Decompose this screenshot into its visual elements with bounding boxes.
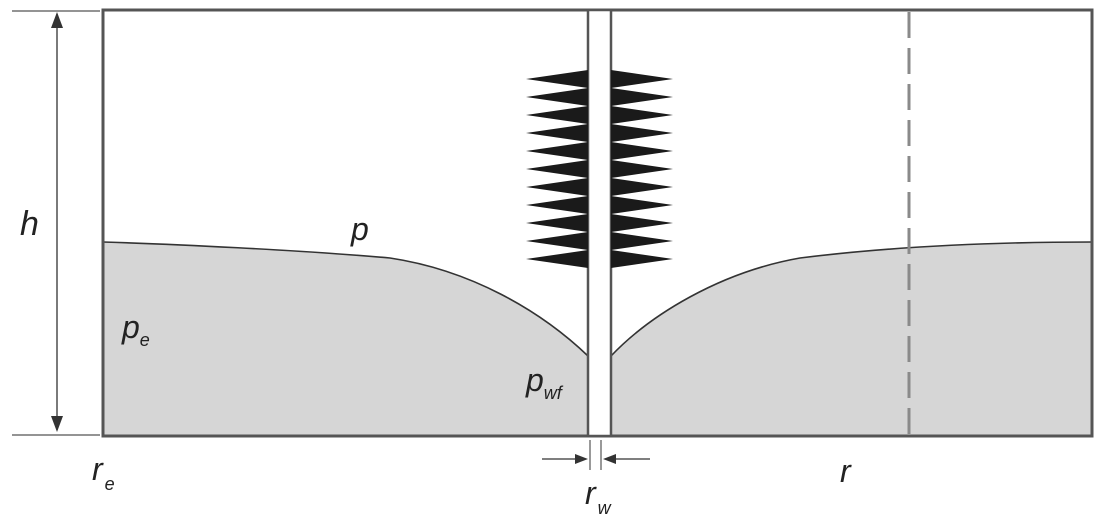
perforation-right xyxy=(611,214,673,232)
pressure-region-right xyxy=(611,242,1092,436)
label-rw-sub: w xyxy=(598,498,612,518)
perforation-left xyxy=(526,232,588,250)
label-re-main: r xyxy=(92,451,104,487)
label-h: h xyxy=(20,205,39,243)
perforation-right xyxy=(611,124,673,142)
perforation-left xyxy=(526,160,588,178)
perforations xyxy=(526,70,673,268)
wellbore xyxy=(586,8,613,438)
label-pe-sub: e xyxy=(140,330,150,350)
perforation-right xyxy=(611,178,673,196)
perforation-right xyxy=(611,142,673,160)
perforation-left xyxy=(526,250,588,268)
perforation-left xyxy=(526,214,588,232)
perforation-right xyxy=(611,88,673,106)
pressure-curve-right xyxy=(610,241,1093,357)
rw-arrow-left-head xyxy=(575,454,588,464)
perforation-right xyxy=(611,160,673,178)
perforation-right xyxy=(611,106,673,124)
perforation-left xyxy=(526,70,588,88)
label-pwf: pwf xyxy=(525,362,564,403)
label-pe-main: p xyxy=(121,309,140,345)
perforation-left xyxy=(526,178,588,196)
perforation-right xyxy=(611,250,673,268)
height-arrow-bottom xyxy=(51,416,63,432)
perforation-left xyxy=(526,106,588,124)
height-arrow-top xyxy=(51,12,63,28)
pressure-curve-left xyxy=(102,241,589,357)
pressure-region-left xyxy=(103,242,588,436)
perforation-right xyxy=(611,70,673,88)
label-pwf-main: p xyxy=(525,362,544,398)
label-pe: pe xyxy=(121,309,150,350)
label-p: p xyxy=(350,211,369,247)
label-re-sub: e xyxy=(105,474,115,494)
label-pwf-sub: wf xyxy=(544,383,564,403)
perforation-left xyxy=(526,142,588,160)
label-r: r xyxy=(840,453,852,489)
label-rw-main: r xyxy=(585,475,597,511)
perforation-left xyxy=(526,124,588,142)
perforation-left xyxy=(526,88,588,106)
perforation-right xyxy=(611,196,673,214)
perforation-right xyxy=(611,232,673,250)
perforation-left xyxy=(526,196,588,214)
rw-arrow-right-head xyxy=(603,454,616,464)
